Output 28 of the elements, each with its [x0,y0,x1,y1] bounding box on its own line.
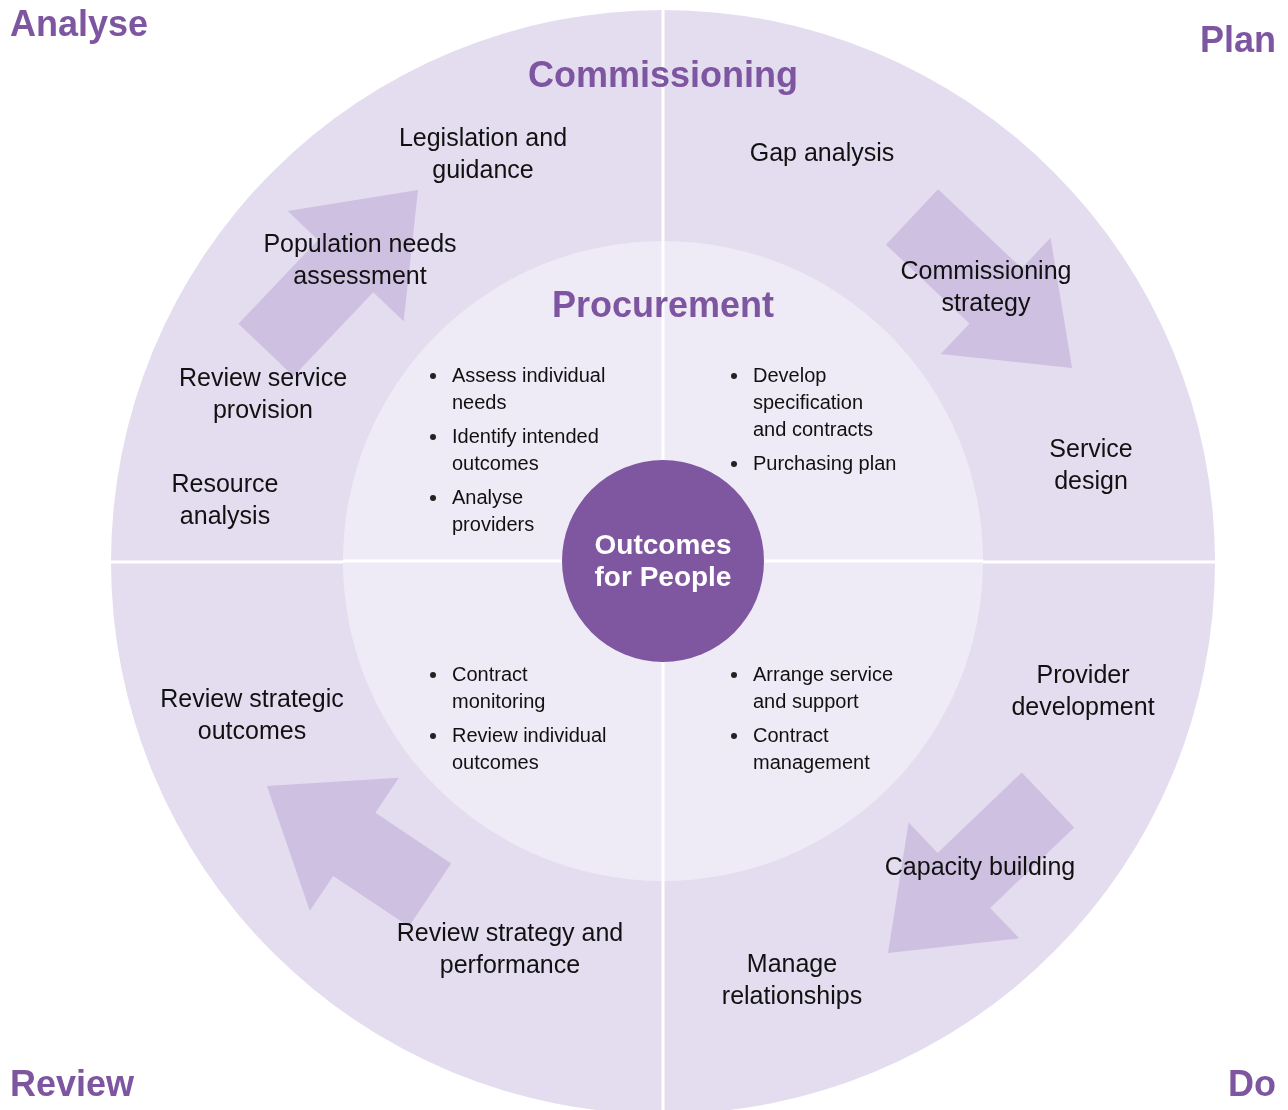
phase-label: Analyse [10,4,149,44]
list-item: Develop specification and contracts [753,363,875,442]
phase-label: Do [1228,1064,1276,1104]
stage-label: Capacity building [883,851,1077,882]
stage-label: Resource analysis [170,468,280,531]
list-item: Purchasing plan [753,451,898,476]
stage-label: Manage relationships [720,948,864,1011]
heading: Outcomes for People [593,529,733,593]
stage-label: Gap analysis [748,137,896,168]
list-item: Contract monitoring [452,662,547,714]
list-item: Assess individual needs [452,363,607,415]
stage-label: Review strategic outcomes [159,683,345,746]
list-item: Identify intended outcomes [452,424,600,476]
list-item: Contract management [753,723,871,775]
stage-label: Review service provision [177,362,349,425]
list-item: Analyse providers [452,485,536,537]
stage-label: Provider development [1010,659,1156,722]
stage-label: Review strategy and performance [395,917,625,980]
stage-label: Service design [1048,433,1134,496]
heading: Procurement [551,283,775,327]
heading: Commissioning [528,53,798,97]
stage-label: Population needs assessment [262,228,458,291]
stage-label: Legislation and guidance [397,122,569,185]
phase-label: Plan [1199,20,1276,60]
stage-label: Commissioning strategy [899,255,1073,318]
list-item: Review individual outcomes [452,723,608,775]
list-item: Arrange service and support [753,662,895,714]
phase-label: Review [10,1064,135,1104]
